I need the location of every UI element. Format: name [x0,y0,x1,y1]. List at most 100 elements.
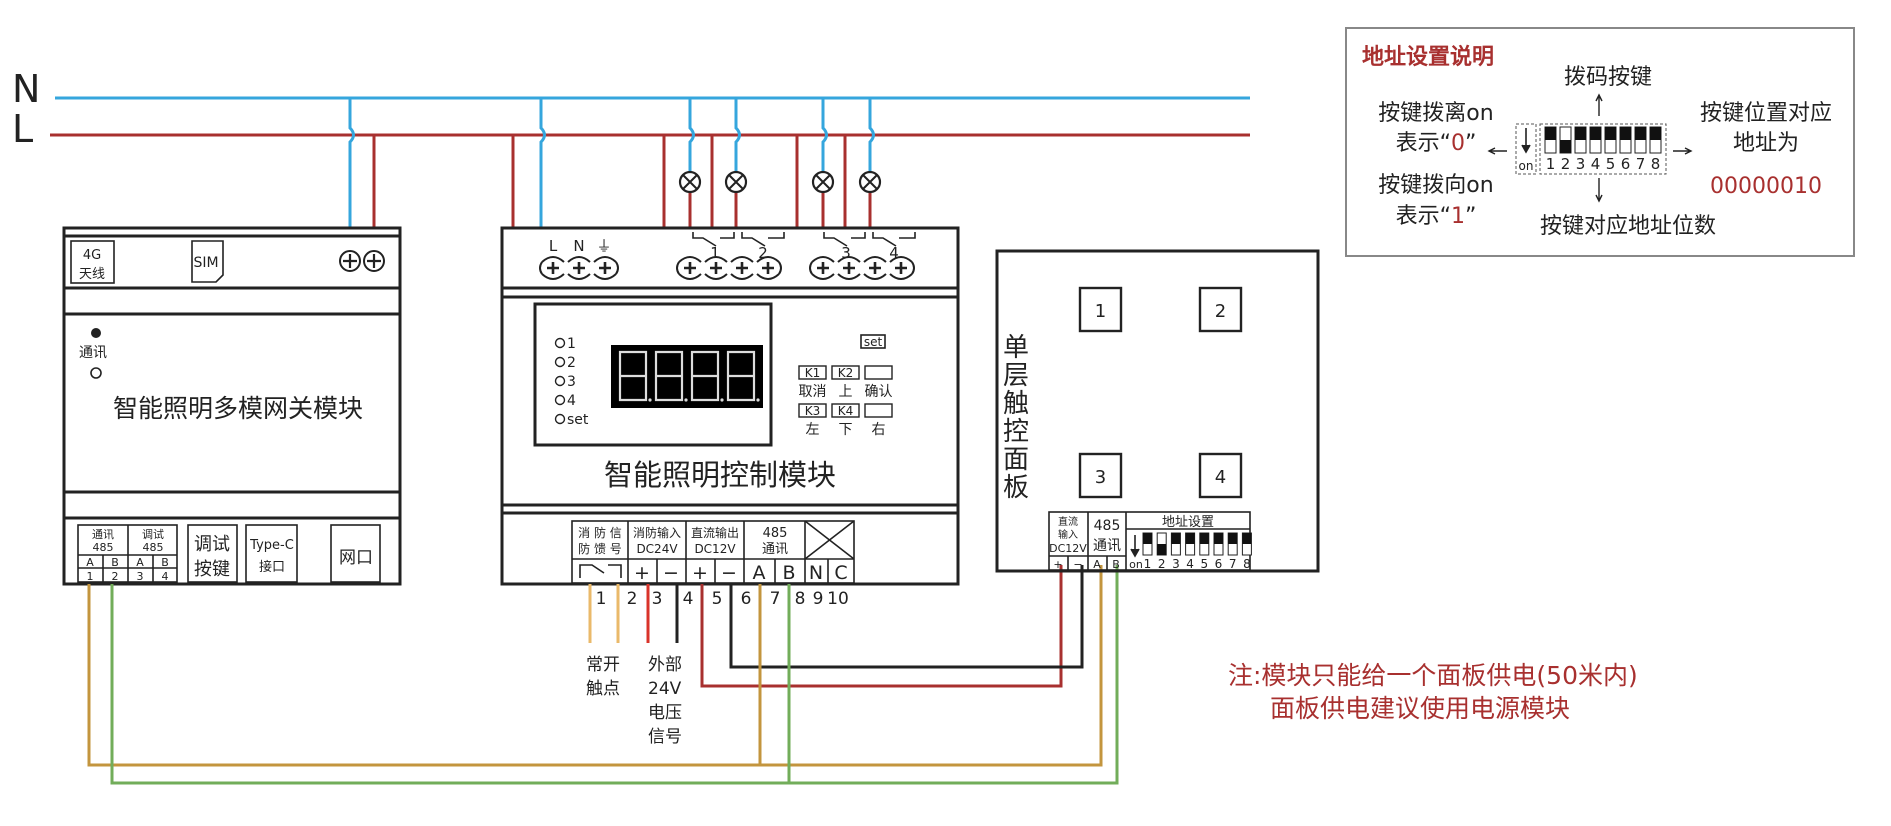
arrow-down-icon [1595,178,1603,203]
key-button[interactable] [798,403,827,418]
debug-button[interactable]: 调试 按键 [187,524,238,583]
pin-a2: A [136,556,144,569]
relay-switch-icon [692,232,735,247]
key-label: 上 [839,384,853,400]
seven-segment-digits [618,350,760,402]
panel-touch-button[interactable] [1198,452,1243,499]
key-button[interactable] [864,403,893,418]
key-button[interactable] [831,403,860,418]
address-legend: 地址设置说明 拨码按键 按键拨离on 表示“0” 按键拨向on 表示“1” on… [1345,27,1855,257]
panel-address-title: 地址设置 [1162,515,1214,530]
legend-dip-box [1539,123,1667,175]
dip-switch-number: 1 [1546,155,1556,173]
comm485-num: 485 [93,541,114,554]
comm-led-label: 通讯 [79,345,107,361]
dip-switch-number: 4 [1186,557,1194,571]
dip-switch-lever [1545,127,1556,140]
indicator-led-icon [554,356,566,368]
antenna-label-bottom: 天线 [79,267,105,282]
svg-text:调试: 调试 [194,534,230,555]
ethernet-port[interactable]: 网口 [330,524,381,583]
dip-switch-number: 8 [1651,155,1661,173]
key-id: K4 [838,404,854,418]
panel-button-label: 4 [1215,467,1226,488]
fire-feedback-label-2: 防 馈 号 [578,541,622,556]
dip-switch-lever [1228,533,1238,544]
dc12v-minus-wire [729,565,1084,669]
screw-icon [599,262,611,274]
rs485-b-wire [110,565,1119,785]
relay-3-label: 3 [841,244,851,262]
bus-n-label: N [12,67,40,111]
dip-switch-lever [1635,127,1646,140]
relay-switch-icon [872,232,916,247]
rs485-terminals: 通讯 485 调试 485 A B A B 1 2 3 4 [77,524,178,583]
pin-num-3: 3 [137,570,144,583]
ext-signal-voltage: 24V [648,679,682,699]
terminal-symbol: + [692,562,708,584]
dc-out-voltage: DC12V [694,542,736,556]
svg-text:按键: 按键 [194,559,230,580]
key-button[interactable] [798,365,827,380]
terminal-number: 8 [795,589,806,609]
indicator-label: set [567,412,589,428]
terminal-number: 6 [741,589,752,609]
screw-icon [843,262,855,274]
dip-switch-number: 3 [1576,155,1586,173]
pin-num-4: 4 [162,570,169,583]
bus-l-label: L [12,107,33,151]
nc-contact-icon [579,564,622,578]
decimal-point [648,398,652,402]
dip-switch-lever [1157,544,1167,555]
pin-b2: B [161,556,169,569]
dip-switch-number: 5 [1606,155,1616,173]
terminal-symbol: B [782,562,795,584]
screw-icon [573,262,585,274]
legend-off-line2: 表示“0” [1396,131,1477,156]
pin-b1: B [111,556,119,569]
screw-icon [736,262,748,274]
set-key[interactable] [860,334,886,349]
key-button[interactable] [831,365,860,380]
dc12v-plus-wire [700,565,1063,688]
dip-switch-number: 7 [1636,155,1646,173]
key-button[interactable] [864,365,893,380]
indicator-label: 2 [567,355,576,371]
term-n-label: N [573,237,584,255]
dip-switch-number: 1 [1144,557,1152,571]
legend-on-line1: 按键拨向on [1378,173,1493,198]
panel-touch-button[interactable] [1198,286,1243,333]
power-terminal-icon [339,250,385,272]
on-direction-arrow-icon [1521,128,1531,154]
indicator-led-icon [554,413,566,425]
indicator-led-icon [554,337,566,349]
key-label: 确认 [865,384,893,400]
comm-led-active-icon [91,328,101,338]
dip-switch-lever [1605,127,1616,140]
screw-icon [869,262,881,274]
svg-text:Type-C: Type-C [249,538,294,553]
dip-switch-number: 6 [1621,155,1631,173]
panel-touch-button[interactable] [1078,452,1123,499]
indicator-led-icon [554,394,566,406]
arrow-left-icon [1487,147,1507,155]
panel-title-char: 触 [1003,389,1029,419]
key-id: K2 [838,366,854,380]
display-panel [533,302,773,447]
gateway-title: 智能照明多模网关模块 [113,394,363,423]
rs485-label-2: 通讯 [762,542,788,557]
fire-input-label: 消防输入 [633,525,681,540]
pin-num-2: 2 [112,570,119,583]
legend-on-label: on [1519,159,1534,173]
panel-touch-button[interactable] [1078,286,1123,333]
dip-switch-lever [1242,533,1252,544]
lamp-icon [724,170,748,194]
typec-port[interactable]: Type-C 接口 [245,524,298,583]
dip-switch-lever [1199,533,1209,544]
rs485-label: 485 [763,526,788,541]
digit-segment [618,350,648,402]
